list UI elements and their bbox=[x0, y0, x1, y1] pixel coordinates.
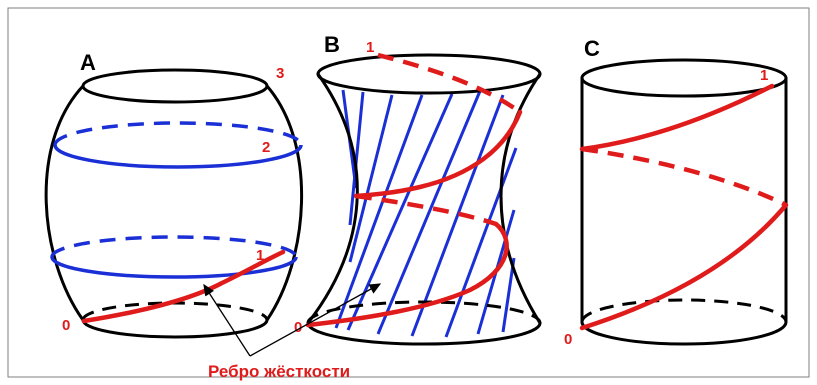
hyperboloid-straight-generators bbox=[334, 89, 518, 338]
figure-c-letter: C bbox=[584, 36, 600, 61]
barrel-rib-lower-back bbox=[50, 235, 298, 258]
figure-b-letter: B bbox=[324, 32, 340, 57]
barrel-rib-upper-back bbox=[53, 121, 303, 146]
figure-a-point-3: 3 bbox=[276, 65, 284, 82]
barrel-rib-lower-front bbox=[50, 256, 298, 279]
cylinder-helix-back bbox=[581, 146, 787, 208]
hyperboloid-helix-front-lower bbox=[305, 221, 509, 328]
hyperboloid-helix-front-upper bbox=[353, 109, 523, 199]
hyperboloid-bottom-front-arc bbox=[306, 321, 542, 346]
figure-b-point-1: 1 bbox=[366, 39, 374, 56]
barrel-bottom-front-arc bbox=[81, 318, 269, 339]
figure-c-point-0: 0 bbox=[564, 331, 572, 348]
figure-b-hyperboloid: B 0 1 bbox=[294, 32, 542, 346]
hyperboloid-right-side bbox=[499, 72, 542, 325]
figure-a-point-2: 2 bbox=[262, 139, 270, 156]
hyperboloid-helix-back-upper bbox=[377, 52, 522, 114]
caption-group: Ребро жёсткости bbox=[203, 283, 382, 381]
figure-a-point-0: 0 bbox=[62, 317, 70, 334]
hyperboloid-bottom-back-arc bbox=[306, 300, 542, 324]
cylinder-bottom-front-arc bbox=[580, 320, 788, 346]
cylinder-helix-front-upper bbox=[579, 83, 775, 152]
caption-text: Ребро жёсткости bbox=[208, 362, 350, 381]
cylinder-helix-front-lower bbox=[579, 202, 789, 331]
caption-arrow-to-hyperboloid-rib bbox=[249, 283, 382, 357]
barrel-right-side bbox=[265, 84, 304, 322]
caption-arrow-to-barrel-rib bbox=[203, 283, 251, 357]
figure-b-point-0: 0 bbox=[294, 319, 302, 336]
figure-a-letter: A bbox=[80, 50, 96, 75]
barrel-left-side bbox=[44, 84, 85, 322]
barrel-rib-upper-front bbox=[53, 144, 303, 169]
figure-c-point-1: 1 bbox=[760, 67, 768, 84]
barrel-helix-segment bbox=[81, 249, 286, 324]
figure-c-cylinder: C 0 1 bbox=[564, 36, 789, 348]
figure-a-point-1: 1 bbox=[256, 247, 264, 264]
figure-a-barrel: A 0 1 2 3 bbox=[44, 50, 304, 339]
